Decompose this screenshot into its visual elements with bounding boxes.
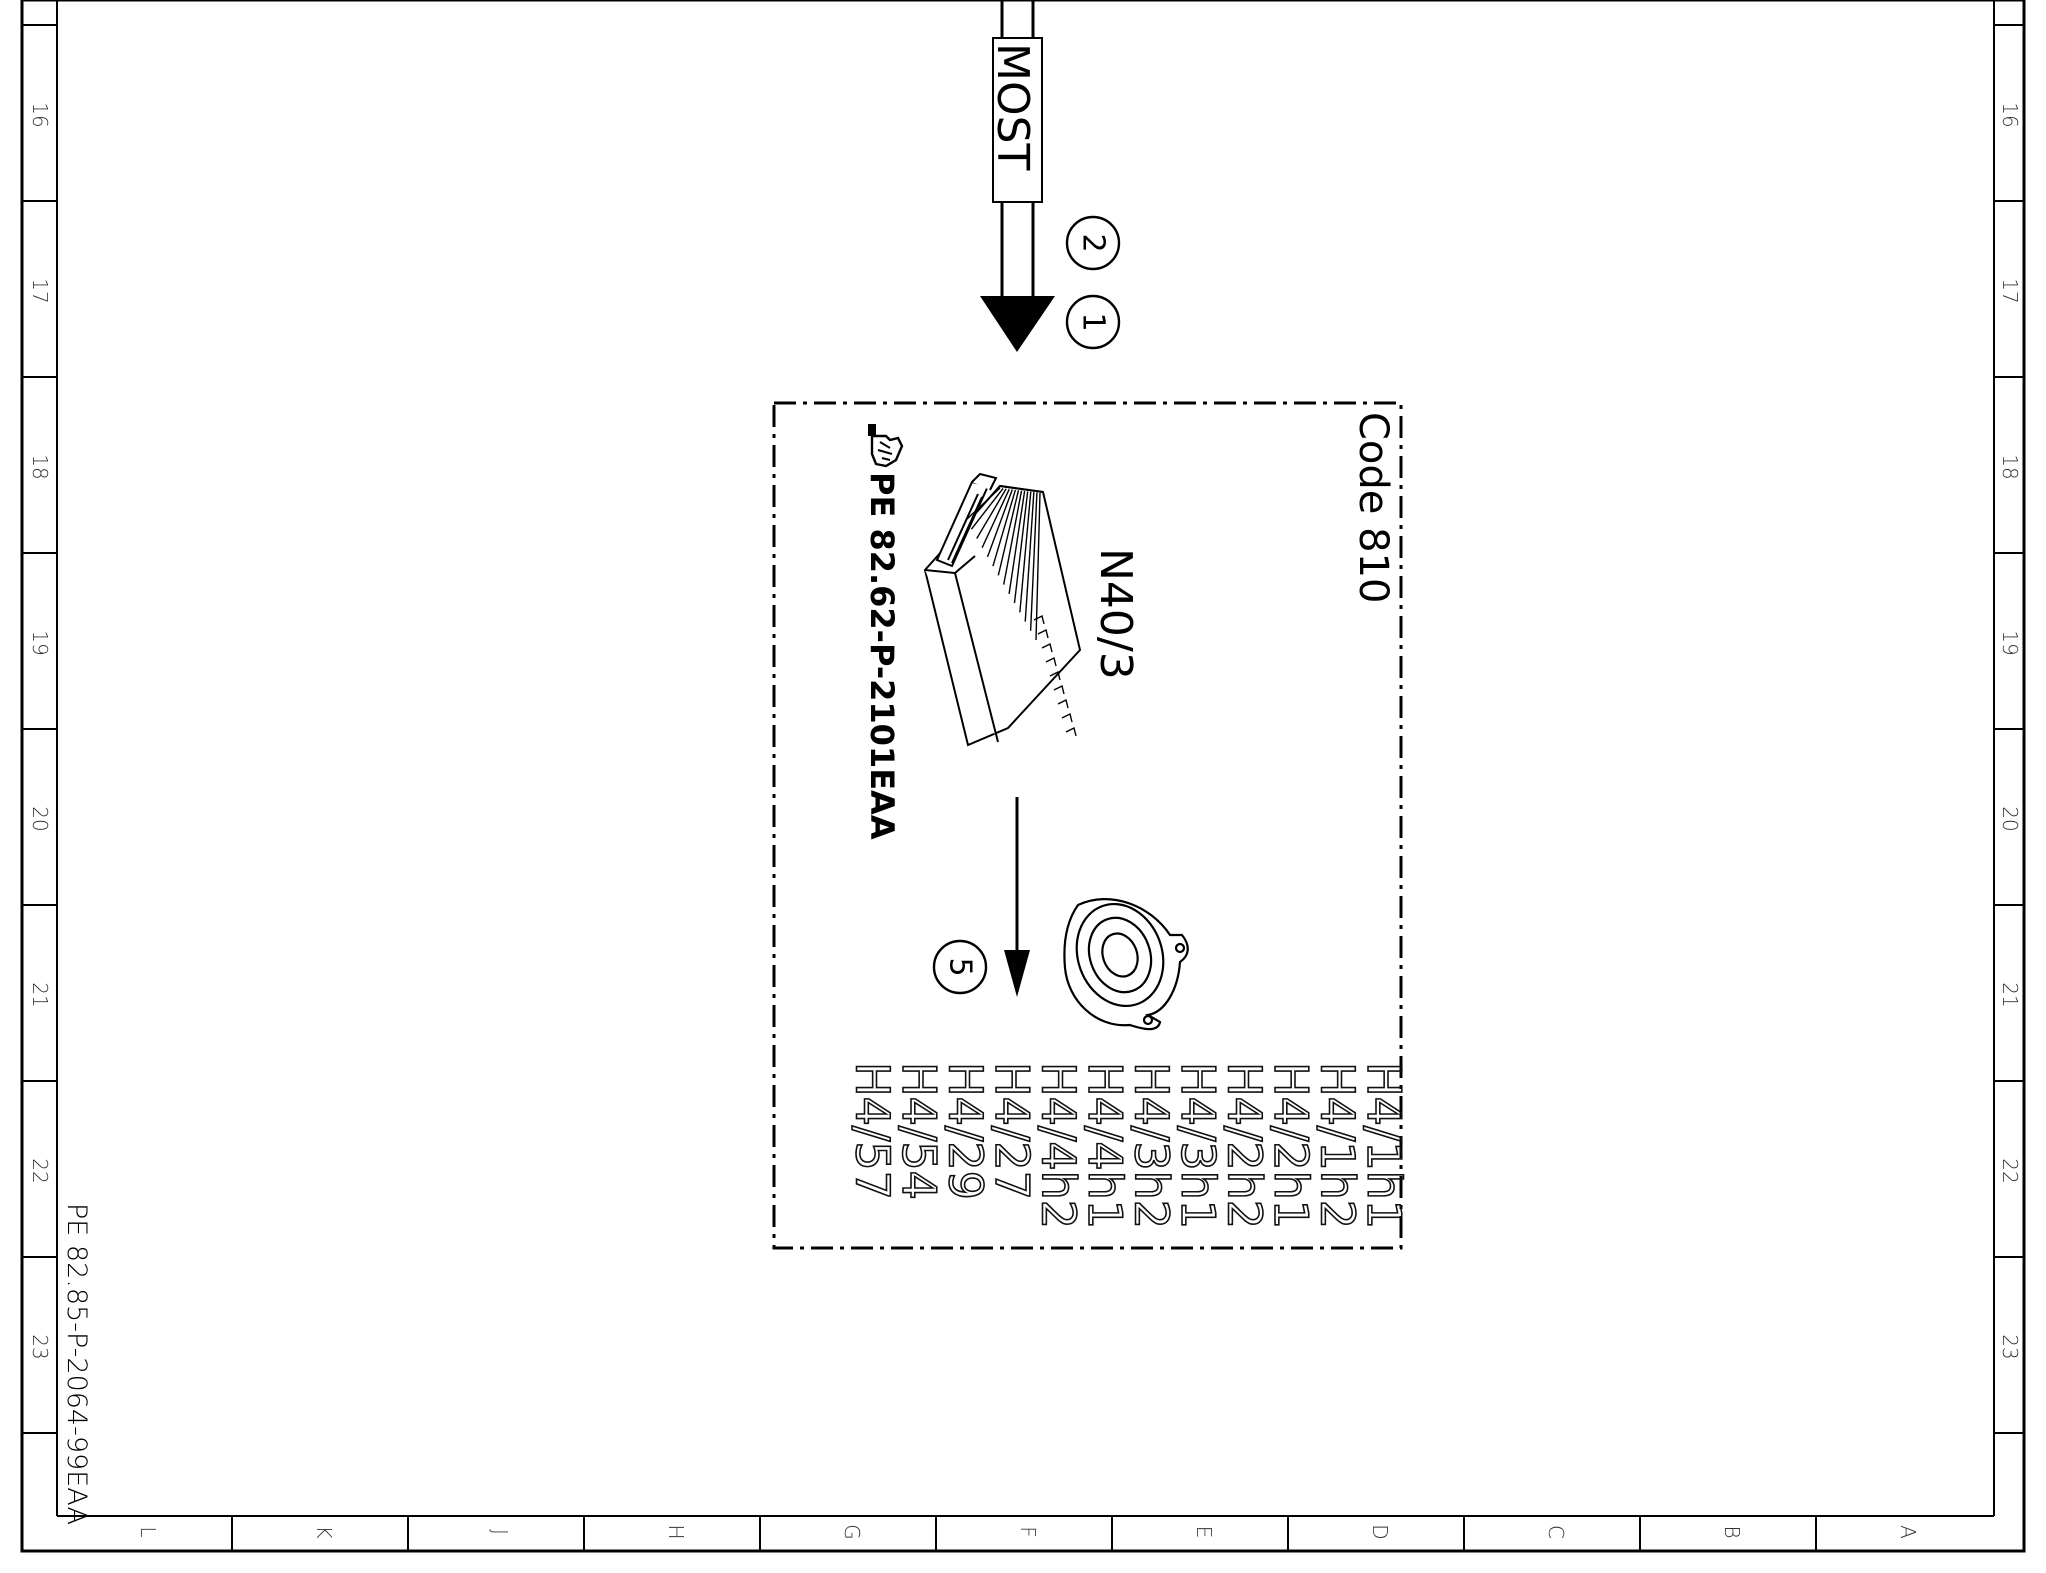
row-label-left: 22 [28,1158,52,1183]
speaker-list: H4/1h1H4/1h2H4/2h1H4/2h2H4/3h1H4/3h2H4/4… [845,1061,1412,1230]
amplifier-fin-tooth [1045,656,1057,667]
amplifier-fin [1013,491,1029,604]
row-label-left: 23 [28,1334,52,1359]
amplifier-fin [965,487,1001,521]
amplifier-fin [992,489,1017,567]
amplifier-fin-tooth [1065,726,1077,737]
column-label: G [840,1524,864,1540]
column-label: F [1016,1526,1040,1538]
component-label: N40/3 [1090,548,1141,680]
amplifier-fins [965,487,1077,737]
output-marker-5-label: 5 [943,957,978,976]
speaker-designator: H4/1h1 [1357,1062,1411,1229]
speaker-signal-arrow [1004,797,1030,997]
amplifier-fin [976,488,1007,539]
row-label-right: 23 [1998,1334,2022,1359]
column-label: L [136,1526,160,1537]
column-label: J [488,1529,512,1535]
speaker-designator: H4/3h2 [1125,1062,1179,1229]
row-label-right: 16 [1998,102,2022,127]
speaker-icon [1063,898,1189,1031]
document-number: PE 82.85-P-2064-99EAA [61,1203,92,1525]
most-label-box [992,37,1043,203]
most-label: MOST [987,43,1038,171]
amplifier-fin [1035,492,1041,641]
amplifier-fin [986,489,1013,558]
row-label-right: 17 [1998,278,2022,303]
reference-label: PE 82.62-P-2101EAA [863,472,901,840]
column-label: C [1544,1525,1568,1539]
amplifier-fin-tooth [1061,712,1073,723]
amplifier-fin [970,487,1004,530]
column-label: A [1896,1525,1920,1539]
speaker-designator: H4/3h1 [1171,1062,1225,1229]
row-label-right: 21 [1998,982,2022,1007]
drawing-frame [20,0,2026,1553]
amplifier-fin-tooth [1057,698,1069,709]
amplifier-fin [981,488,1010,548]
speaker-designator: H4/1h2 [1311,1062,1365,1229]
speaker-designator: H4/4h1 [1078,1062,1132,1229]
bus-arrowhead [980,296,1055,352]
speaker-designator: H4/54 [892,1062,946,1200]
amplifier-fin-tooth [1041,642,1053,653]
module-boundary [772,401,1403,1250]
row-label-left: 21 [28,982,52,1007]
code-label: Code 810 [1350,412,1396,603]
amplifier-fin [1019,491,1032,613]
bus-marker-1: 1 [1065,294,1121,350]
amplifier-fin [1003,490,1023,585]
speaker-designator: H4/4h2 [1032,1062,1086,1229]
most-bus: MOST [980,0,1055,352]
column-label: E [1192,1526,1216,1539]
speaker-designator: H4/2h1 [1264,1062,1318,1229]
column-grid-ticks [231,1516,1817,1551]
amplifier-fin-tooth [1037,628,1049,639]
row-label-right: 22 [1998,1158,2022,1183]
bus-marker-2: 2 [1065,215,1121,271]
row-grid-ticks [22,24,2024,1434]
column-label: H [664,1524,688,1539]
column-label: B [1720,1525,1744,1538]
amplifier-fin-tooth [1053,684,1065,695]
row-label-left: 17 [28,278,52,303]
amplifier-fin [997,490,1020,576]
column-label: D [1368,1524,1392,1539]
bus-marker-2-label: 2 [1076,233,1111,252]
row-label-left: 19 [28,630,52,655]
speaker-designator: H4/27 [985,1062,1039,1200]
row-label-right: 20 [1998,806,2022,831]
amplifier-fin [1024,492,1035,622]
output-marker-5: 5 [932,939,988,995]
amplifier-fin [1008,490,1026,594]
pointing-hand-icon [868,424,904,468]
bus-marker-1-label: 1 [1076,312,1111,331]
row-label-right: 19 [1998,630,2022,655]
row-label-left: 16 [28,102,52,127]
amplifier-icon [923,472,1082,747]
row-label-right: 18 [1998,454,2022,479]
amplifier-fin-tooth [1033,614,1045,625]
speaker-designator: H4/57 [846,1062,900,1200]
speaker-designator: H4/2h2 [1218,1062,1272,1229]
row-label-left: 20 [28,806,52,831]
amplifier-fin [1029,492,1038,631]
column-label: K [312,1525,336,1538]
amplifier-fin-tooth [1049,670,1061,681]
speaker-designator: H4/29 [939,1062,993,1200]
row-label-left: 18 [28,454,52,479]
